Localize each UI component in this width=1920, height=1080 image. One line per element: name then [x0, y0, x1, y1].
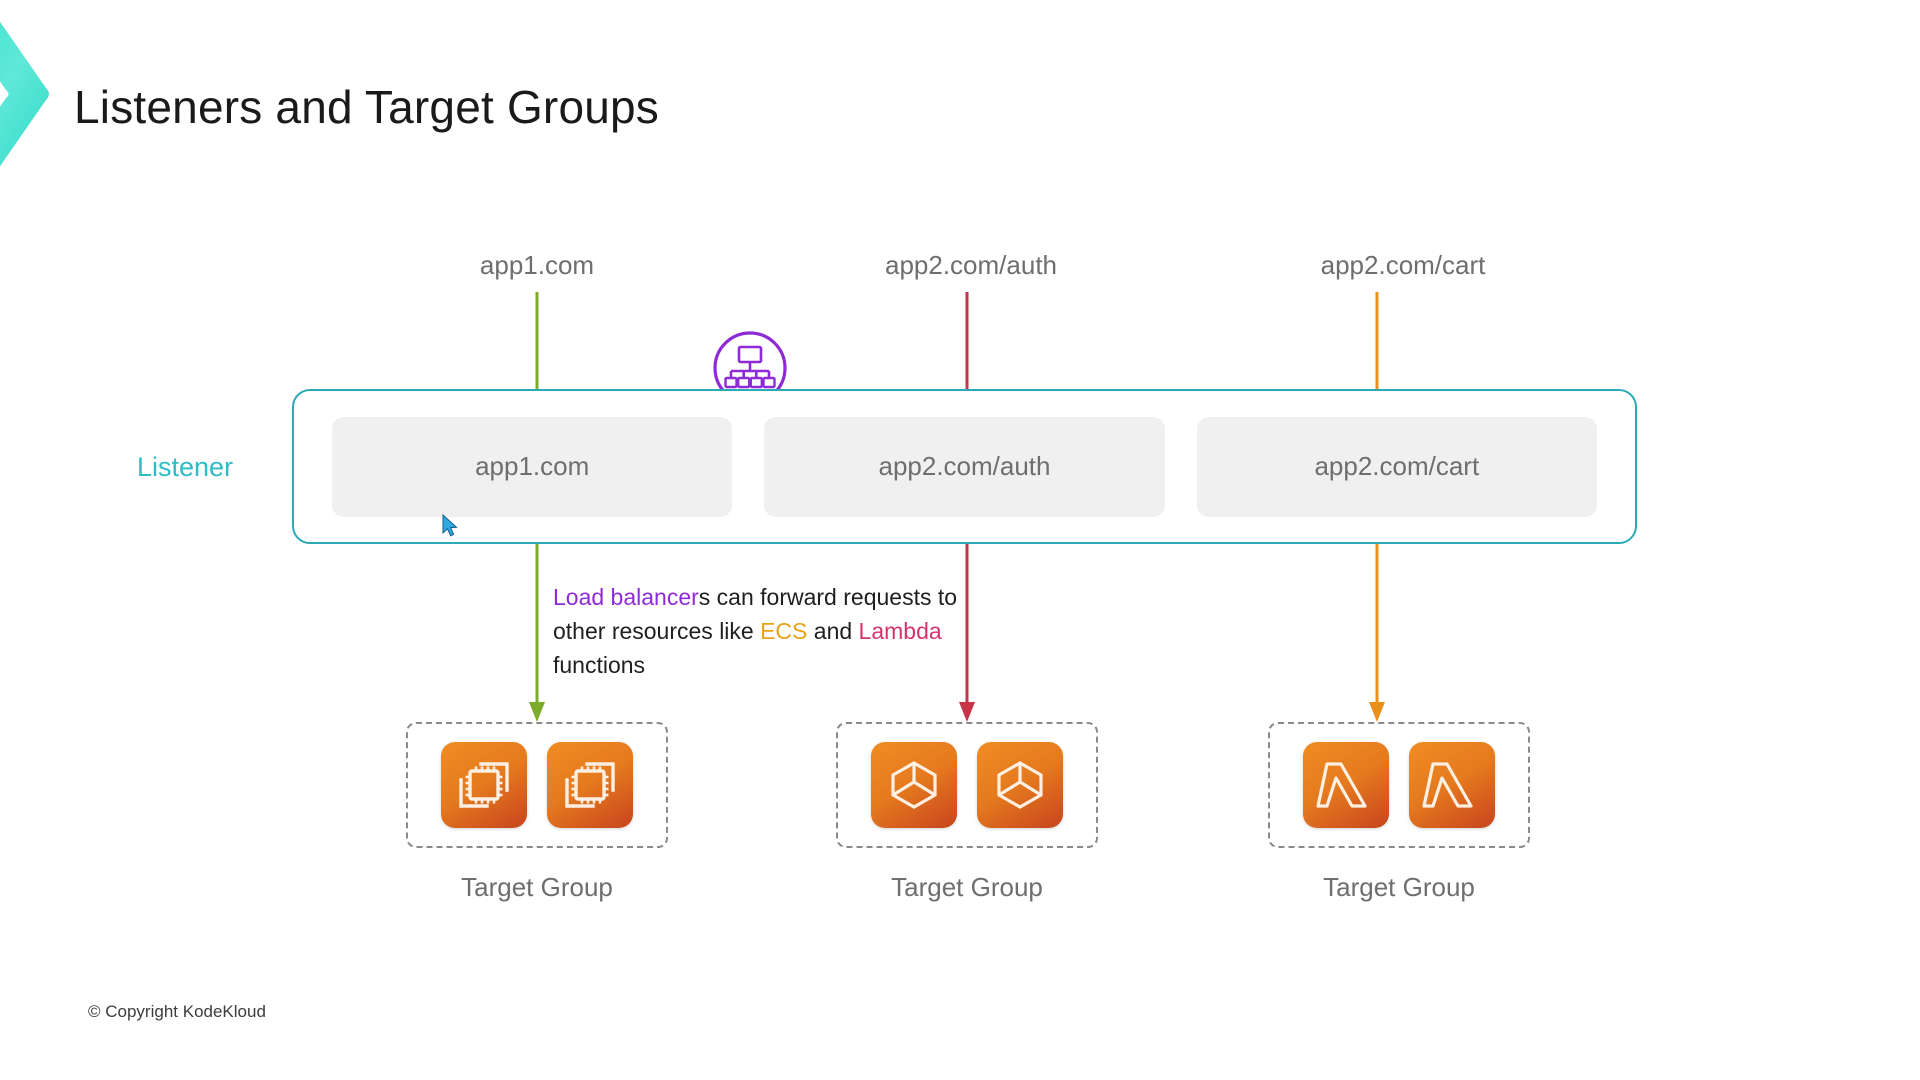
ecs-container-icon: [977, 742, 1063, 828]
listener-rule-app1[interactable]: app1.com: [332, 416, 733, 517]
listener-label: Listener: [137, 452, 234, 482]
source-label-app2-cart: app2.com/cart: [1320, 250, 1486, 280]
target-group-ec2: [406, 722, 668, 848]
annotation-text-3: functions: [553, 652, 646, 678]
source-label-app2-auth: app2.com/auth: [884, 250, 1058, 280]
annotation-ecs-term: ECS: [760, 618, 808, 644]
annotation-text-2: and: [807, 618, 859, 644]
kodekloud-chevron-logo: [0, 14, 64, 174]
annotation-text-1: s can forward requests to other resource…: [553, 584, 958, 644]
listener-container: app1.com app2.com/auth app2.com/cart: [292, 389, 1637, 544]
listener-rule-app2-auth[interactable]: app2.com/auth: [764, 416, 1165, 517]
target-group-ecs: [836, 722, 1098, 848]
listener-rule-list: app1.com app2.com/auth app2.com/cart: [294, 391, 1635, 542]
listener-rule-app2-cart[interactable]: app2.com/cart: [1196, 416, 1597, 517]
copyright-text: © Copyright KodeKloud: [88, 1002, 266, 1021]
target-group-caption-ec2: Target Group: [461, 872, 613, 902]
ec2-instance-icon: [547, 742, 633, 828]
annotation-load-balancer-term: Load balancer: [553, 584, 699, 610]
lambda-function-icon: [1409, 742, 1495, 828]
load-balancer-icon: [712, 330, 788, 406]
annotation-lambda-term: Lambda: [858, 618, 942, 644]
target-group-lambda: [1268, 722, 1530, 848]
lambda-function-icon: [1303, 742, 1389, 828]
target-group-caption-lambda: Target Group: [1323, 872, 1475, 902]
page-title: Listeners and Target Groups: [74, 81, 660, 133]
ec2-instance-icon: [441, 742, 527, 828]
source-label-app1: app1.com: [479, 250, 595, 280]
target-group-caption-ecs: Target Group: [891, 872, 1043, 902]
annotation-text: Load balancers can forward requests to o…: [553, 580, 973, 682]
ecs-container-icon: [871, 742, 957, 828]
